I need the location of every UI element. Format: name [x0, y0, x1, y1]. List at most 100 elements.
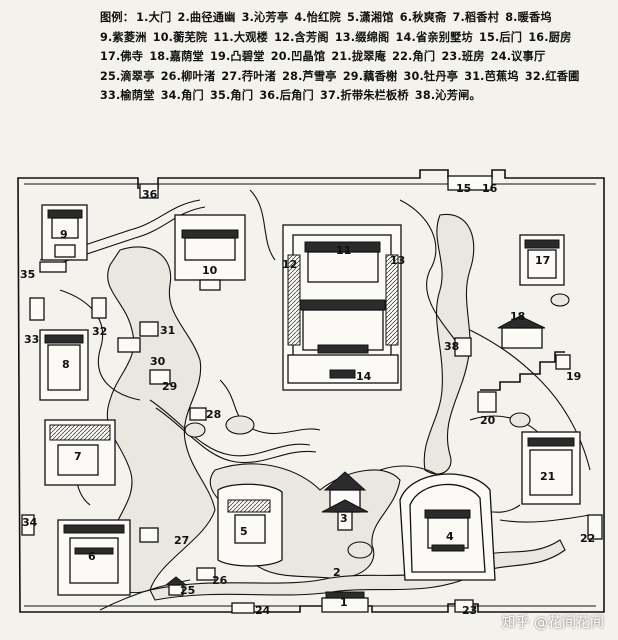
zilingzhou — [41, 204, 88, 261]
label-17: 17 — [535, 254, 550, 267]
legend-entry: 12.含芳阁 — [274, 30, 329, 44]
legend-entry: 23.班房 — [441, 50, 485, 63]
legend-entry: 16.厨房 — [528, 30, 572, 44]
label-10: 10 — [202, 264, 218, 277]
legend-entry: 3.沁芳亭 — [241, 11, 289, 24]
legend-entry: 5.潇湘馆 — [347, 11, 394, 24]
legend-entry: 19.凸碧堂 — [210, 50, 265, 63]
legend-entry: 10.蘅芜院 — [152, 30, 208, 44]
legend-entry: 13.缀绵阁 — [334, 30, 390, 44]
label-29: 29 — [162, 380, 177, 393]
qinfangting — [321, 471, 369, 531]
legend-entry: 37.折带朱栏板桥 — [320, 89, 409, 102]
fosi — [519, 234, 565, 286]
watermark: 知乎 @花间花间 — [501, 615, 604, 631]
legend-entry: 22.角门 — [392, 50, 436, 63]
legend-entry: 1.大门 — [136, 11, 172, 24]
label-14: 14 — [356, 370, 372, 383]
label-38: 38 — [444, 340, 459, 353]
inner-wall-line — [24, 183, 596, 607]
label-35: 35 — [20, 268, 35, 281]
yihongyuan — [399, 473, 496, 581]
legend-entry: 9.紫菱洲 — [100, 30, 147, 44]
legend-title: 图例： — [100, 11, 135, 24]
label-13: 13 — [390, 254, 405, 267]
label-28: 28 — [206, 408, 221, 421]
nuanxiangwu — [39, 329, 89, 401]
legend-entry: 20.凹晶馆 — [270, 50, 326, 63]
hengwuyuan — [174, 214, 246, 291]
label-7: 7 — [74, 450, 82, 463]
legend-entry: 31.芭蕉坞 — [464, 69, 519, 83]
label-11: 11 — [336, 244, 351, 257]
stream-south — [149, 539, 566, 601]
legend-entry: 34.角门 — [160, 89, 204, 102]
legend-entry: 2.曲径通幽 — [177, 11, 236, 24]
label-23: 23 — [462, 604, 477, 617]
label-25: 25 — [180, 584, 195, 597]
label-36: 36 — [142, 188, 158, 201]
label-18: 18 — [510, 310, 525, 323]
daguanlou-complex — [282, 224, 402, 391]
small-pavilions — [21, 175, 603, 614]
legend-entries: 1.大门 2.曲径通幽 3.沁芳亭 4.怡红院 5.潇湘馆 6.秋爽斋 7.稻香… — [100, 11, 582, 102]
label-32: 32 — [92, 325, 107, 338]
legend-entry: 35.角门 — [210, 89, 254, 102]
legend: 图例：1.大门 2.曲径通幽 3.沁芳亭 4.怡红院 5.潇湘馆 6.秋爽斋 7… — [100, 8, 605, 106]
legend-entry: 30.牡丹亭 — [403, 69, 459, 83]
map-number-labels: 1 2 3 4 5 6 7 8 9 10 11 12 13 14 15 16 1… — [20, 182, 595, 617]
legend-entry: 38.沁芳闸。 — [414, 89, 481, 102]
jiayintang — [497, 315, 546, 349]
label-33: 33 — [24, 333, 39, 346]
legend-entry: 18.嘉荫堂 — [149, 50, 204, 63]
legend-entry: 15.后门 — [479, 30, 523, 44]
legend-entry: 36.后角门 — [259, 89, 314, 102]
legend-entry: 24.议事厅 — [490, 50, 546, 63]
label-16: 16 — [482, 182, 498, 195]
label-27: 27 — [174, 534, 189, 547]
label-9: 9 — [60, 228, 68, 241]
label-21: 21 — [540, 470, 555, 483]
legend-entry: 27.荇叶渚 — [221, 69, 276, 83]
daoxiangcun — [44, 419, 116, 486]
label-19: 19 — [566, 370, 581, 383]
legend-entry: 6.秋爽斋 — [399, 11, 447, 24]
qiushuangzhai — [57, 519, 131, 596]
label-8: 8 — [62, 358, 70, 371]
label-34: 34 — [22, 516, 38, 529]
legend-entry: 4.怡红院 — [294, 11, 341, 24]
legend-entry: 28.芦雪亭 — [282, 69, 337, 83]
label-5: 5 — [240, 525, 248, 538]
label-6: 6 — [88, 550, 96, 563]
legend-entry: 14.省亲别墅坊 — [395, 30, 473, 44]
legend-entry: 17.佛寺 — [100, 50, 144, 63]
label-30: 30 — [150, 355, 166, 368]
legend-entry: 11.大观楼 — [213, 30, 269, 44]
legend-entry: 29.藕香榭 — [342, 69, 398, 83]
label-20: 20 — [480, 414, 496, 427]
legend-entry: 26.柳叶渚 — [160, 69, 216, 83]
longcuian — [521, 431, 581, 505]
label-15: 15 — [456, 182, 471, 195]
label-31: 31 — [160, 324, 175, 337]
xiaoxiangguan — [217, 483, 283, 567]
label-24: 24 — [255, 604, 271, 617]
lake-east — [423, 213, 475, 475]
label-22: 22 — [580, 532, 595, 545]
qinfangzha — [454, 337, 472, 357]
legend-entry: 7.稻香村 — [452, 11, 500, 24]
legend-entry: 25.滴翠亭 — [100, 69, 155, 83]
label-4: 4 — [446, 530, 454, 543]
tubitang — [480, 351, 571, 391]
label-12: 12 — [282, 258, 297, 271]
label-3: 3 — [340, 512, 348, 525]
legend-entry: 32.红香圃 — [524, 69, 580, 83]
legend-entry: 8.暖香坞 — [505, 11, 552, 24]
legend-entry: 33.榆荫堂 — [100, 89, 155, 102]
legend-entry: 21.拢翠庵 — [331, 50, 387, 63]
label-1: 1 — [340, 596, 348, 609]
aojingguan — [477, 391, 497, 413]
label-26: 26 — [212, 574, 228, 587]
label-2: 2 — [333, 566, 341, 579]
